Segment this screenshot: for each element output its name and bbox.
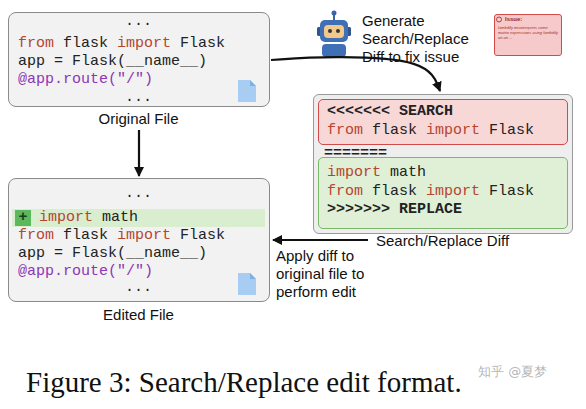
flow-arrow <box>138 130 140 176</box>
code-line: app = Flask(__name__) <box>18 245 207 263</box>
watermark: 知乎 @夏梦 <box>478 364 547 380</box>
robot-eye <box>328 29 332 33</box>
code-token: math <box>390 164 426 181</box>
code-line: from flask import Flask <box>18 227 225 245</box>
robot-head <box>320 20 348 42</box>
code-token: flask <box>372 122 426 139</box>
robot-body <box>322 44 346 57</box>
code-token: flask <box>372 183 426 200</box>
issue-icon <box>497 17 502 22</box>
code-token: from <box>18 227 63 244</box>
code-token: from <box>327 183 372 200</box>
flow-arrow <box>273 239 368 241</box>
issue-text: Issue: <box>505 16 522 23</box>
file-box: ...+import mathfrom flask import Flaskap… <box>8 178 270 302</box>
code-line: <<<<<<< SEARCH <box>327 103 453 121</box>
code-token: from <box>327 122 372 139</box>
code-line: ... <box>9 185 268 203</box>
code-line: from flask import Flask <box>327 183 534 201</box>
code-line: import math <box>327 164 426 182</box>
code-line: ... <box>9 13 268 31</box>
file-box: ... from flask import Flaskapp = Flask(__… <box>8 12 270 107</box>
code-token: flask <box>63 227 117 244</box>
robot-antenna <box>333 14 335 21</box>
code-token: Flask <box>180 35 225 52</box>
code-token: import <box>117 227 180 244</box>
robot-ear <box>347 27 351 36</box>
code-line: from flask import Flask <box>18 35 225 53</box>
code-token: import <box>39 209 102 226</box>
code-line: @app.route("/") <box>18 263 153 281</box>
code-token: import <box>327 164 390 181</box>
node-title: Original File <box>9 110 268 128</box>
code-line: + <box>15 210 31 226</box>
code-token: Flask <box>489 122 534 139</box>
code-line: import math <box>39 209 138 227</box>
node-title: Edited File <box>9 306 268 324</box>
figure-caption: Figure 3: Search/Replace edit format. <box>26 364 462 400</box>
document-fold <box>250 273 256 279</box>
issue-note: Issue: lambdify misinterprets some matrix… <box>494 14 562 56</box>
code-token: flask <box>63 35 117 52</box>
code-line: ... <box>9 279 268 297</box>
code-token: import <box>426 183 489 200</box>
code-line: ... <box>9 89 268 107</box>
code-token: import <box>426 122 489 139</box>
code-token: Flask <box>489 183 534 200</box>
document-icon <box>238 80 256 102</box>
robot-eye <box>336 29 340 33</box>
search-block: <<<<<<< SEARCHfrom flask import Flask <box>318 99 568 145</box>
replace-block: import mathfrom flask import Flask>>>>>>… <box>318 157 568 229</box>
document-icon <box>238 273 256 295</box>
code-line: from flask import Flask <box>327 122 534 140</box>
robot-ear <box>317 27 321 36</box>
code-token: import <box>117 35 180 52</box>
edge-label: Generate Search/Replace Diff to fix issu… <box>362 12 494 66</box>
code-line: >>>>>>> REPLACE <box>327 201 462 219</box>
code-token: math <box>102 209 138 226</box>
code-line: app = Flask(__name__) <box>18 53 207 71</box>
document-fold <box>250 80 256 86</box>
issue-text: lambdify misinterprets some matrix expre… <box>498 25 559 40</box>
robot-antenna-tip <box>332 11 337 16</box>
code-line: @app.route("/") <box>18 71 153 89</box>
robot-face <box>324 25 344 38</box>
code-token: from <box>18 35 63 52</box>
code-token: Flask <box>180 227 225 244</box>
diff-box: =======Search/Replace Diff<<<<<<< SEARCH… <box>313 94 573 234</box>
edge-label: Apply diff to original file to perform e… <box>276 247 388 301</box>
